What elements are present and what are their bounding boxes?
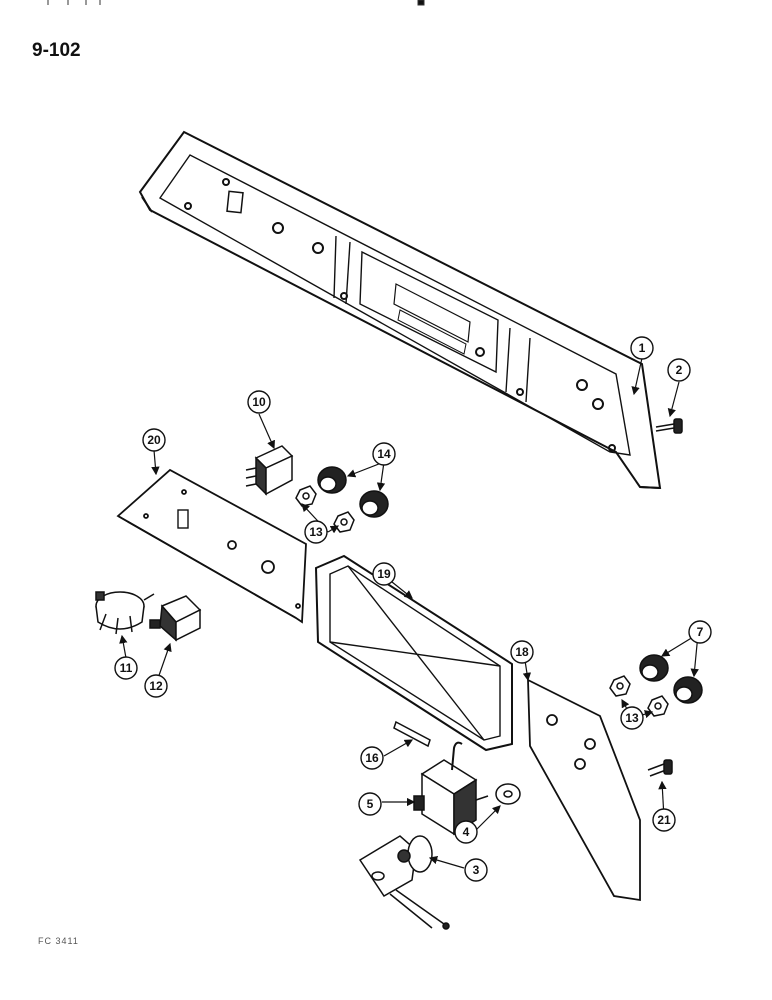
svg-text:19: 19 (377, 567, 391, 581)
svg-text:21: 21 (657, 813, 671, 827)
rotary-switch-part-11 (95, 591, 155, 635)
top-edge-marks (47, 0, 425, 6)
rocker-switch-part-10 (245, 445, 294, 496)
svg-text:20: 20 (147, 433, 161, 447)
bezel-frame (138, 130, 662, 490)
callout-2: 2 (667, 358, 691, 382)
callout-18: 18 (510, 640, 534, 664)
page-number: 9-102 (32, 40, 81, 61)
switch-part-12 (149, 595, 202, 642)
svg-text:13: 13 (309, 525, 323, 539)
callout-3: 3 (464, 858, 488, 882)
svg-text:18: 18 (515, 645, 529, 659)
svg-text:11: 11 (120, 661, 133, 675)
washer-part-4 (495, 783, 521, 805)
bracket-part-3 (358, 835, 450, 930)
knobs-part-7 (639, 654, 703, 704)
callout-11: 11 (114, 656, 138, 680)
svg-text:1: 1 (639, 341, 646, 355)
svg-text:5: 5 (367, 797, 374, 811)
svg-text:4: 4 (463, 825, 470, 839)
pin-part-16 (393, 720, 431, 748)
svg-text:10: 10 (252, 395, 266, 409)
knobs-part-14 (317, 466, 389, 518)
screw-part-21 (647, 759, 673, 777)
callout-7: 7 (688, 620, 712, 644)
svg-text:2: 2 (676, 363, 683, 377)
nuts-part-13-right (609, 675, 669, 717)
screw-part-2 (655, 418, 683, 434)
callout-16: 16 (360, 746, 384, 770)
svg-text:3: 3 (473, 863, 480, 877)
svg-text:16: 16 (365, 751, 379, 765)
left-plate (116, 468, 307, 624)
svg-text:13: 13 (625, 711, 639, 725)
svg-text:12: 12 (149, 679, 163, 693)
callout-12: 12 (144, 674, 168, 698)
callout-19: 19 (372, 562, 396, 586)
solenoid-part-5 (413, 741, 489, 836)
callout-1: 1 (630, 336, 654, 360)
svg-text:14: 14 (377, 447, 391, 461)
callout-4: 4 (454, 820, 478, 844)
callout-14: 14 (372, 442, 396, 466)
svg-text:7: 7 (697, 625, 704, 639)
callout-5: 5 (358, 792, 382, 816)
callout-10: 10 (247, 390, 271, 414)
callout-20: 20 (142, 428, 166, 452)
callout-13-right: 13 (620, 706, 644, 730)
right-plate-part-18 (527, 678, 641, 902)
callouts: 1 2 3 4 5 7 10 11 12 13 14 16 18 19 20 2… (114, 336, 712, 882)
figure-code: FC 3411 (38, 936, 79, 946)
gasket-frame-part-19 (314, 554, 513, 752)
callout-21: 21 (652, 808, 676, 832)
callout-13-left: 13 (304, 520, 328, 544)
